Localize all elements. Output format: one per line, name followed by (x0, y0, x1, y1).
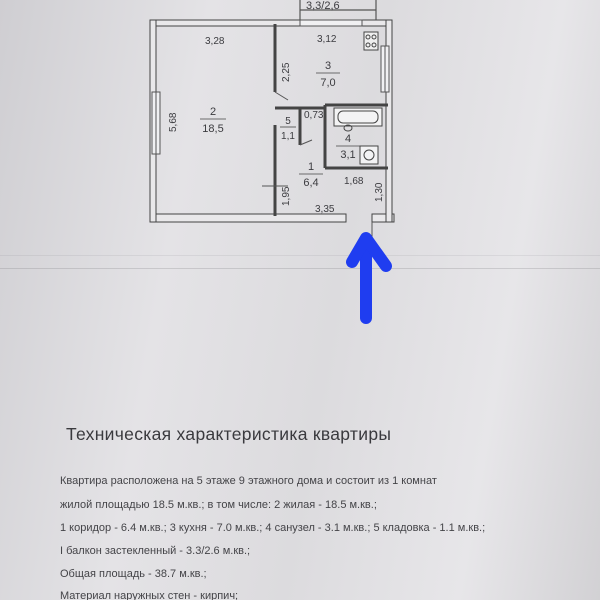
washbasin-icon (359, 145, 379, 165)
balcony-label: 3,3/2,6 (306, 0, 340, 12)
right-wall (385, 19, 393, 223)
room-4-number: 4 (345, 133, 351, 145)
room-labels: 2 18,5 3 7,0 5 1,1 4 3,1 1 6,4 (200, 60, 360, 189)
paper-fold-horizontal-2 (0, 255, 600, 256)
doors (262, 91, 313, 187)
bottom-wall (149, 213, 347, 223)
room-3-number: 3 (325, 60, 331, 72)
room-4-area: 3,1 (340, 149, 355, 161)
windows (151, 19, 390, 155)
blue-arrow-annotation (346, 232, 392, 324)
dim-corridor-small: 1,95 (281, 186, 292, 206)
room-5-area: 1,1 (281, 131, 295, 142)
description-line-3: 1 коридор - 6.4 м.кв.; 3 кухня - 7.0 м.к… (60, 522, 486, 534)
dim-right-seg: 1,30 (374, 182, 385, 202)
room-2-area: 18,5 (202, 123, 223, 135)
dim-kitchen-width: 3,12 (317, 34, 337, 45)
room-3-area: 7,0 (320, 77, 335, 89)
description-line-5: Общая площадь - 38.7 м.кв.; (60, 568, 207, 580)
dim-bottom-width: 3,35 (315, 204, 335, 215)
description-line-4: I балкон застекленный - 3.3/2.6 м.кв.; (60, 545, 251, 557)
dim-room2-width: 3,28 (205, 36, 225, 47)
room-5-number: 5 (285, 116, 291, 127)
stove-icon (363, 31, 379, 51)
balcony (299, 0, 377, 20)
interior-walls (273, 24, 388, 216)
paper-fold-horizontal (0, 268, 600, 269)
dim-kitchen-height: 2,25 (281, 62, 292, 82)
dim-room2-height: 5,68 (168, 112, 179, 132)
description-line-1: Квартира расположена на 5 этаже 9 этажно… (60, 475, 437, 487)
toilet-icon (343, 124, 353, 132)
description-line-6: Материал наружных стен - кирпич; (60, 590, 239, 600)
bathtub-icon (333, 107, 383, 127)
bottom-wall-right (371, 213, 395, 223)
room-1-number: 1 (308, 161, 314, 173)
document-title: Техническая характеристика квартиры (66, 424, 392, 444)
dim-bath-width: 1,68 (344, 176, 364, 187)
description-line-2: жилой площадью 18.5 м.кв.; в том числе: … (60, 499, 377, 511)
room-2-number: 2 (210, 106, 216, 118)
room-1-area: 6,4 (303, 177, 318, 189)
dim-corridor-step: 0,73 (304, 110, 324, 121)
